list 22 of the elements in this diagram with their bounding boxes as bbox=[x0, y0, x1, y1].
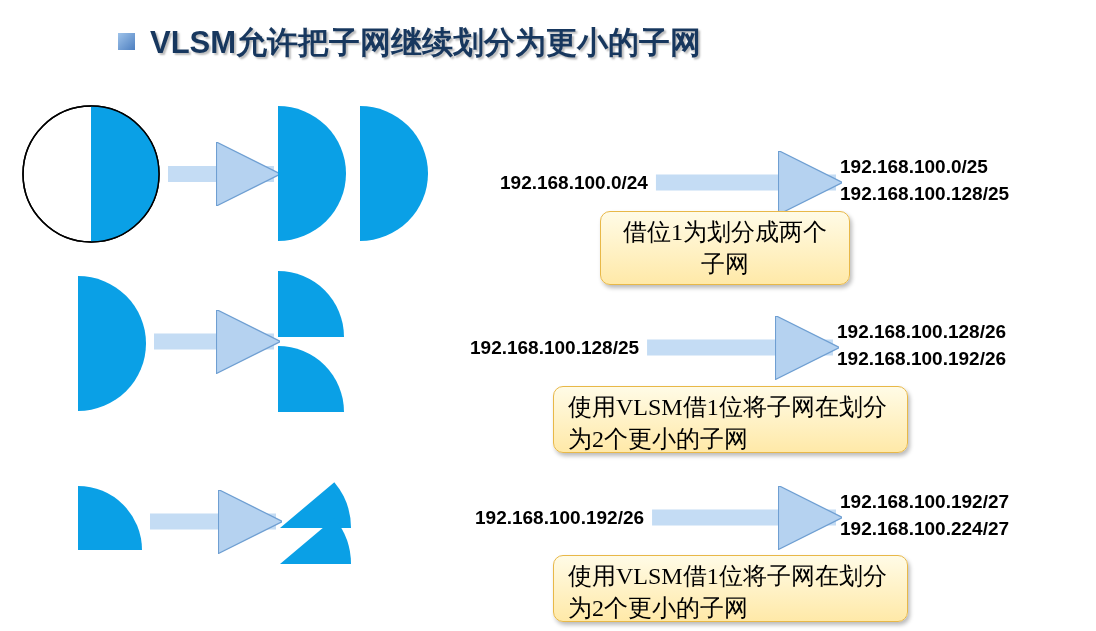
note-box: 借位1为划分成两个子网 bbox=[600, 211, 850, 285]
ip-address: 192.168.100.0/25 bbox=[840, 155, 989, 179]
arrow bbox=[652, 484, 844, 551]
ip-address: 192.168.100.128/25 bbox=[470, 334, 640, 361]
note-box: 使用VLSM借1位将子网在划分为2个更小的子网 bbox=[553, 386, 908, 453]
semicircle bbox=[78, 276, 146, 411]
slide-heading: VLSM允许把子网继续划分为更小的子网 bbox=[150, 24, 702, 62]
ip-address: 192.168.100.128/25 bbox=[840, 182, 1010, 206]
ip-address: 192.168.100.224/27 bbox=[840, 517, 1010, 541]
arrow bbox=[150, 488, 284, 555]
arrow bbox=[647, 314, 841, 381]
semicircle bbox=[278, 106, 346, 241]
ip-address: 192.168.100.192/27 bbox=[840, 490, 1010, 514]
semicircle bbox=[360, 106, 428, 241]
ip-address: 192.168.100.192/26 bbox=[837, 347, 1007, 371]
ip-address: 192.168.100.0/24 bbox=[500, 169, 648, 196]
arrow bbox=[154, 308, 282, 375]
ip-address: 192.168.100.192/26 bbox=[475, 504, 645, 531]
note-box: 使用VLSM借1位将子网在划分为2个更小的子网 bbox=[553, 555, 908, 622]
half-filled-circle bbox=[22, 105, 160, 243]
ip-address: 192.168.100.128/26 bbox=[837, 320, 1007, 344]
circle-sector bbox=[280, 480, 352, 528]
